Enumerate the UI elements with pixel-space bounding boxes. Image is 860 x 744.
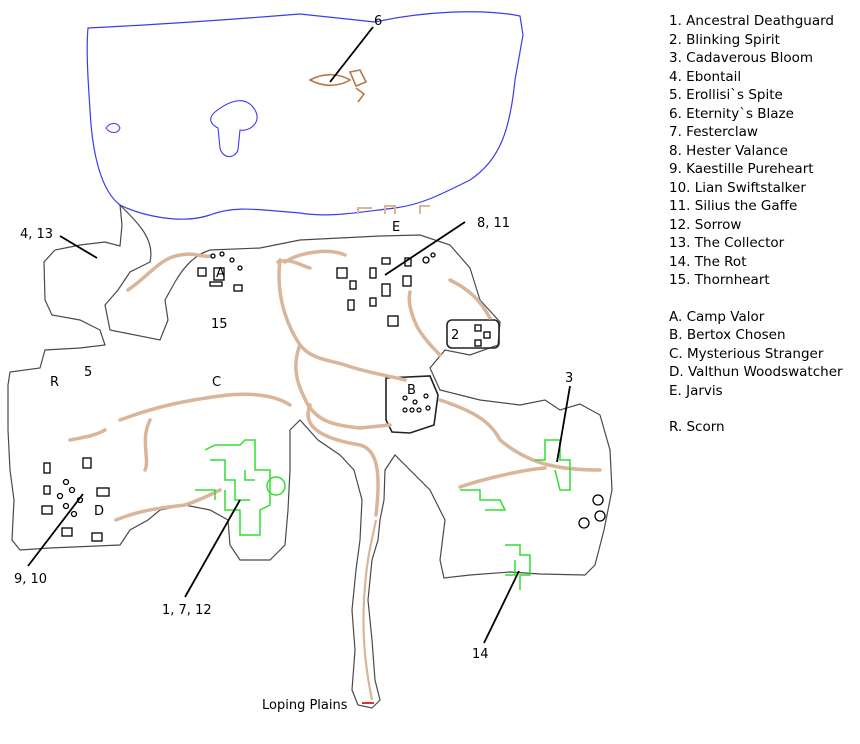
mob-label-6: 6	[374, 14, 382, 29]
water-area	[86, 11, 524, 220]
north-dock-buildings	[357, 205, 430, 214]
west-camp-buildings	[41, 457, 110, 542]
legend-item: 7. Festerclaw	[669, 124, 758, 140]
blinking-spirit-pen	[446, 319, 500, 349]
map-legend: 1. Ancestral Deathguard 2. Blinking Spir…	[669, 12, 859, 437]
water-islet	[105, 122, 121, 134]
legend-item: 4. Ebontail	[669, 68, 742, 85]
legend-item: 8. Hester Valance	[669, 142, 788, 159]
ruins	[195, 439, 571, 590]
legend-item: D. Valthun Woodswatcher	[669, 364, 843, 380]
ship-icon	[308, 69, 368, 103]
npc-legend-list: A. Camp Valor B. Bertox Chosen C. Myster…	[669, 308, 859, 401]
legend-item: 6. Eternity`s Blaze	[669, 105, 794, 122]
legend-item: 10. Lian Swiftstalker	[669, 179, 806, 196]
other-legend-list: R. Scorn	[669, 418, 859, 437]
mob-label-8-11: 8, 11	[477, 216, 510, 231]
npc-label-e: E	[392, 220, 400, 235]
mob-label-15: 15	[211, 317, 228, 332]
legend-item: B. Bertox Chosen	[669, 327, 786, 343]
npc-label-c: C	[212, 375, 221, 390]
pointer-lines	[27, 26, 571, 644]
legend-item: 9. Kaestille Pureheart	[669, 161, 814, 177]
legend-item: 13. The Collector	[669, 235, 785, 251]
npc-label-d: D	[94, 504, 104, 519]
legend-item: 11. Silius the Gaffe	[669, 198, 798, 214]
legend-item: 14. The Rot	[669, 253, 747, 270]
legend-item: 12. Sorrow	[669, 216, 742, 233]
legend-item: 1. Ancestral Deathguard	[669, 13, 834, 29]
mob-label-4-13: 4, 13	[20, 227, 53, 242]
mob-label-2: 2	[451, 328, 459, 343]
camp-valor-buildings	[197, 251, 243, 292]
legend-item: 3. Cadaverous Bloom	[669, 50, 814, 66]
legend-item: C. Mysterious Stranger	[669, 345, 824, 362]
legend-item: A. Camp Valor	[669, 308, 765, 325]
mob-label-1-7-12: 1, 7, 12	[162, 603, 212, 618]
npc-label-a: A	[216, 266, 225, 281]
mountain-pass-trail	[362, 519, 378, 701]
water-island	[210, 100, 258, 158]
zone-exit-label: Loping Plains	[262, 698, 348, 713]
zone-border	[7, 203, 613, 709]
central-buildings	[336, 252, 491, 347]
plaza-building-outline	[385, 375, 439, 434]
legend-item: E. Jarvis	[669, 382, 723, 399]
roads	[68, 249, 602, 522]
mob-label-9-10: 9, 10	[14, 572, 47, 587]
bertox-buildings	[402, 393, 431, 413]
legend-item: 15. Thornheart	[669, 272, 770, 288]
npc-label-b: B	[407, 383, 416, 398]
mob-label-5: 5	[84, 365, 92, 380]
mob-legend-list: 1. Ancestral Deathguard 2. Blinking Spir…	[669, 12, 859, 290]
standing-stones	[578, 494, 606, 529]
legend-item: 5. Erollisi`s Spite	[669, 87, 783, 103]
legend-item: R. Scorn	[669, 419, 725, 435]
mob-label-3: 3	[565, 371, 573, 386]
legend-item: 2. Blinking Spirit	[669, 31, 780, 48]
mob-label-14: 14	[472, 647, 489, 662]
npc-label-r: R	[50, 375, 59, 390]
